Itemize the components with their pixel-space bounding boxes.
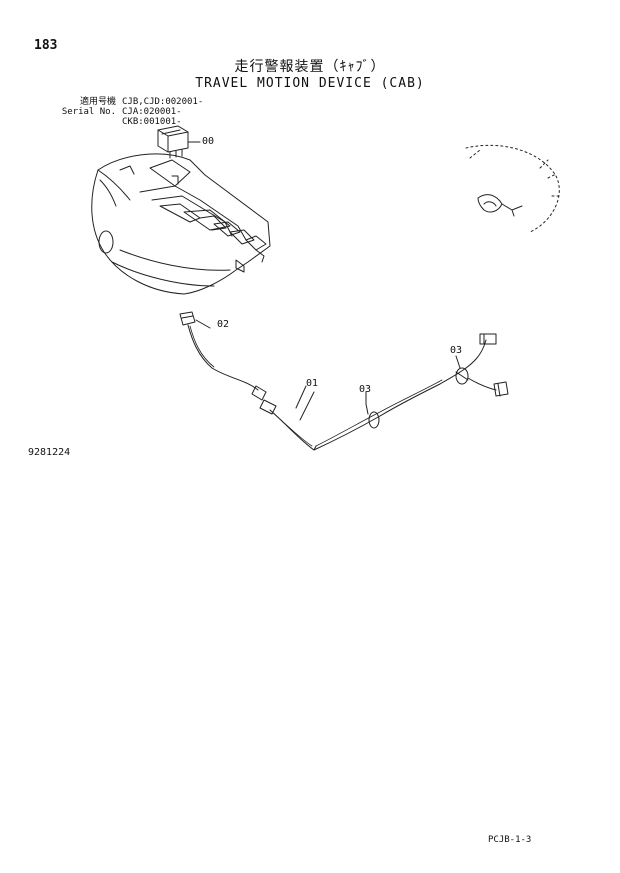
harness-branch-upper: [465, 339, 487, 369]
page-number: 183: [34, 38, 58, 53]
title-english: TRAVEL MOTION DEVICE (CAB): [195, 76, 425, 91]
connector-upper-right: [479, 333, 497, 345]
serial-jp-label: 適用号機: [79, 97, 116, 107]
part-label-00: 00: [202, 136, 215, 147]
console-housing: [91, 153, 271, 295]
coupler: [251, 385, 277, 415]
part-label-03-middle: 03: [359, 384, 372, 395]
harness-02: [187, 324, 259, 391]
drawing-id: 9281224: [28, 447, 71, 458]
detail-bracket: [477, 194, 523, 217]
harness-branch-lower: [467, 377, 497, 391]
detail-view: [465, 144, 561, 233]
clamp-03-middle: [365, 391, 380, 429]
title-japanese: 走行警報装置（ｷｬﾌﾞ）: [234, 59, 386, 75]
connector-02: [179, 311, 196, 326]
switch-part: [157, 125, 199, 159]
serial-en-label: Serial No.: [61, 107, 116, 117]
serial-line-2: CJA:020001-: [122, 107, 182, 117]
clamp-03-right: [455, 355, 469, 385]
page-code: PCJB-1-3: [488, 835, 532, 845]
connector-lower-right: [493, 381, 509, 397]
serial-applicability: 適用号機 CJB,CJD:002001- Serial No. CJA:0200…: [50, 97, 203, 127]
part-label-01: 01: [306, 378, 319, 389]
serial-line-3: CKB:001001-: [122, 117, 182, 127]
serial-line-1: CJB,CJD:002001-: [122, 97, 204, 107]
harness-main-run: [313, 367, 467, 451]
part-label-03-right: 03: [450, 345, 463, 356]
part-label-02: 02: [217, 319, 230, 330]
